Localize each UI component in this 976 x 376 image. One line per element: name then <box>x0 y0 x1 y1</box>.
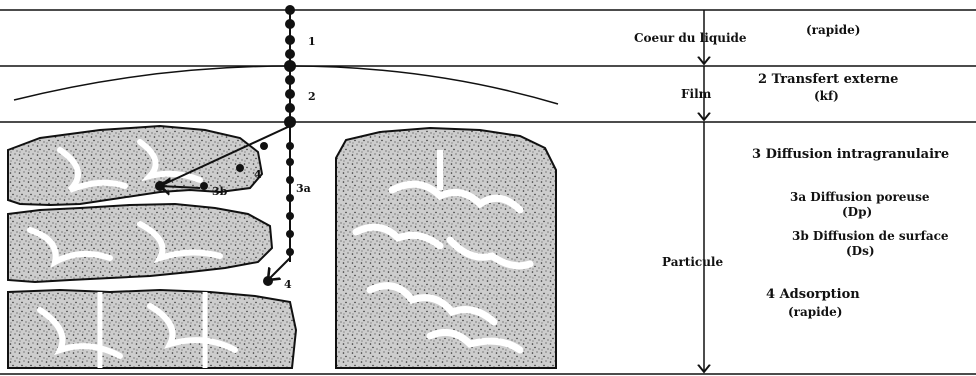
path-dot <box>286 158 294 166</box>
path-dot <box>285 35 295 45</box>
path-dot <box>286 212 294 220</box>
external-transfer-label: 2 Transfert externe <box>758 72 898 87</box>
path-dot <box>285 49 295 59</box>
pore-diffusion-label: 3a Diffusion poreuse <box>790 190 930 204</box>
surface-diffusion-label: 3b Diffusion de surface <box>792 229 949 243</box>
film-label: Film <box>681 87 712 101</box>
path-dot <box>284 60 296 72</box>
intragranular-diffusion-label: 3 Diffusion intragranulaire <box>752 147 949 162</box>
step-4-lower-label: 4 <box>284 278 292 291</box>
step-4-upper-label: 4 <box>254 168 262 181</box>
step-2-label: 2 <box>308 90 316 103</box>
step-1-label: 1 <box>308 35 316 48</box>
adsorption-speed-label: (rapide) <box>788 305 842 319</box>
right-particle <box>336 128 556 368</box>
left-particle <box>8 126 296 368</box>
pore-coefficient-label: (Dp) <box>842 205 872 219</box>
path-dot <box>285 19 295 29</box>
path-dot <box>286 230 294 238</box>
path-dot <box>286 142 294 150</box>
path-dot <box>286 248 294 256</box>
pore-diffusion-arrow <box>268 258 290 280</box>
adsorption-site-dot <box>263 276 273 286</box>
adsorption-site-dot <box>155 181 165 191</box>
liquid-speed-label: (rapide) <box>806 23 860 37</box>
path-dot <box>285 5 295 15</box>
particle-label: Particule <box>662 255 723 269</box>
path-dot <box>260 142 268 150</box>
path-dot <box>285 89 295 99</box>
path-dot <box>200 182 208 190</box>
particle-grain <box>8 290 296 368</box>
path-dot <box>285 103 295 113</box>
surface-coefficient-label: (Ds) <box>846 244 875 258</box>
path-dot <box>285 75 295 85</box>
step-3a-label: 3a <box>296 182 311 195</box>
path-dot <box>286 194 294 202</box>
path-dot <box>236 164 244 172</box>
liquid-core-label: Coeur du liquide <box>634 31 747 45</box>
external-coefficient-label: (kf) <box>814 89 839 103</box>
concentration-profile-curve <box>14 66 558 104</box>
path-dot <box>286 176 294 184</box>
adsorption-label: 4 Adsorption <box>766 287 860 302</box>
step-3b-label: 3b <box>212 185 228 198</box>
